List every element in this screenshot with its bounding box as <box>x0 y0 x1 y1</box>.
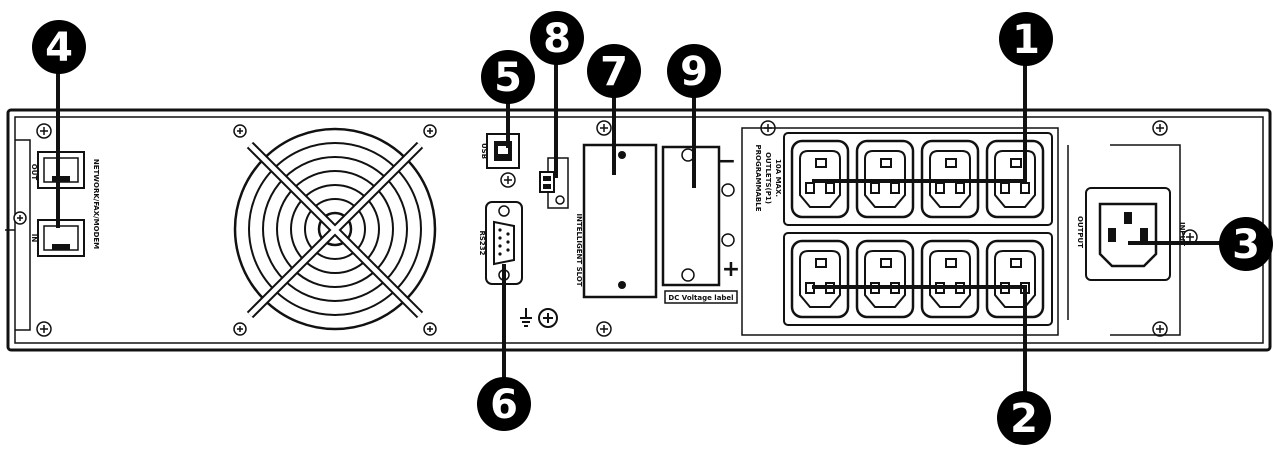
outlets-outer-frame <box>741 127 1059 336</box>
screw-icon <box>13 211 27 225</box>
screw-icon <box>423 124 437 138</box>
ground-icon <box>520 308 532 327</box>
c13-outlet-socket <box>920 239 980 319</box>
leader-line-1 <box>812 60 1027 183</box>
callouts: 4 5 8 7 9 1 3 6 2 <box>32 11 1273 445</box>
out-port-label: OUT <box>30 164 38 181</box>
output-label: OUTPUT <box>1076 216 1084 248</box>
battery-connector-cover <box>661 145 721 287</box>
callout-badge-1: 1 <box>999 12 1053 66</box>
callout-number-2: 2 <box>1010 396 1038 442</box>
screw-icon <box>233 124 247 138</box>
dc-voltage-label: DC Voltage label <box>668 294 733 302</box>
callout-number-5: 5 <box>494 55 522 101</box>
screw-icon <box>423 322 437 336</box>
leader-line-2 <box>812 285 1027 395</box>
callout-number-1: 1 <box>1012 17 1040 63</box>
outlet-group-bottom <box>783 232 1053 326</box>
rs232-label: RS232 <box>478 230 486 255</box>
dc-voltage-label-box <box>664 290 738 304</box>
minus-symbol: − <box>718 149 736 174</box>
usb-label: USB <box>480 143 488 159</box>
in-port-label: IN <box>30 234 38 243</box>
screw-icon <box>1152 120 1168 136</box>
network-modem-ports: OUT IN NETWORK/FAX/MODEM <box>30 151 100 257</box>
screw-icon <box>1152 321 1168 337</box>
callout-number-9: 9 <box>680 49 708 95</box>
callout-badge-6: 6 <box>477 377 531 431</box>
callout-badge-7: 7 <box>587 44 641 98</box>
slot-cover <box>582 143 658 299</box>
callout-badge-4: 4 <box>32 20 86 74</box>
callout-badge-2: 2 <box>997 391 1051 445</box>
callout-badge-3: 3 <box>1219 217 1273 271</box>
screw-icon <box>36 123 52 139</box>
network-label: NETWORK/FAX/MODEM <box>92 159 100 249</box>
callout-number-7: 7 <box>600 49 628 95</box>
programmable-label: PROGRAMMABLE <box>754 145 762 212</box>
c13-outlet-socket <box>985 239 1045 319</box>
c20-inlet-socket <box>1098 202 1158 268</box>
external-battery-connector: − + DC Voltage label <box>661 145 740 304</box>
intelligent-slot: INTELLIGENT SLOT <box>575 143 658 299</box>
leader-lines <box>56 60 1222 395</box>
screw-icon <box>596 120 612 136</box>
ac-input-inlet: INPUT <box>1085 144 1186 336</box>
db9-connector <box>493 220 515 266</box>
panel-screws <box>13 120 1198 337</box>
plus-symbol: + <box>722 257 740 282</box>
input-label: INPUT <box>1178 222 1186 246</box>
epo-terminal <box>539 157 569 209</box>
callout-number-6: 6 <box>490 382 518 428</box>
screw-icon <box>596 321 612 337</box>
output-outlets-section: PROGRAMMABLE OUTLETS(P1) 10A MAX. OUTPUT <box>741 127 1084 336</box>
ground-terminal <box>520 308 558 328</box>
screw-icon <box>36 321 52 337</box>
screw-icon <box>500 172 516 188</box>
amps-label: 10A MAX. <box>774 159 782 197</box>
intelligent-slot-label: INTELLIGENT SLOT <box>575 213 583 286</box>
callout-badge-9: 9 <box>667 44 721 98</box>
callout-number-3: 3 <box>1232 222 1260 268</box>
callout-badge-5: 5 <box>481 50 535 104</box>
left-ear-bracket <box>5 139 31 331</box>
usb-port: USB <box>480 133 520 169</box>
outlets-label: OUTLETS(P1) <box>764 152 772 204</box>
callout-number-8: 8 <box>543 16 571 62</box>
c13-outlet-socket <box>790 239 850 319</box>
c13-outlet-socket <box>855 239 915 319</box>
callout-number-4: 4 <box>45 25 73 71</box>
cooling-fan-grille <box>233 127 437 331</box>
screw-icon <box>233 322 247 336</box>
callout-badge-8: 8 <box>530 11 584 65</box>
rs232-port: RS232 <box>478 201 523 285</box>
